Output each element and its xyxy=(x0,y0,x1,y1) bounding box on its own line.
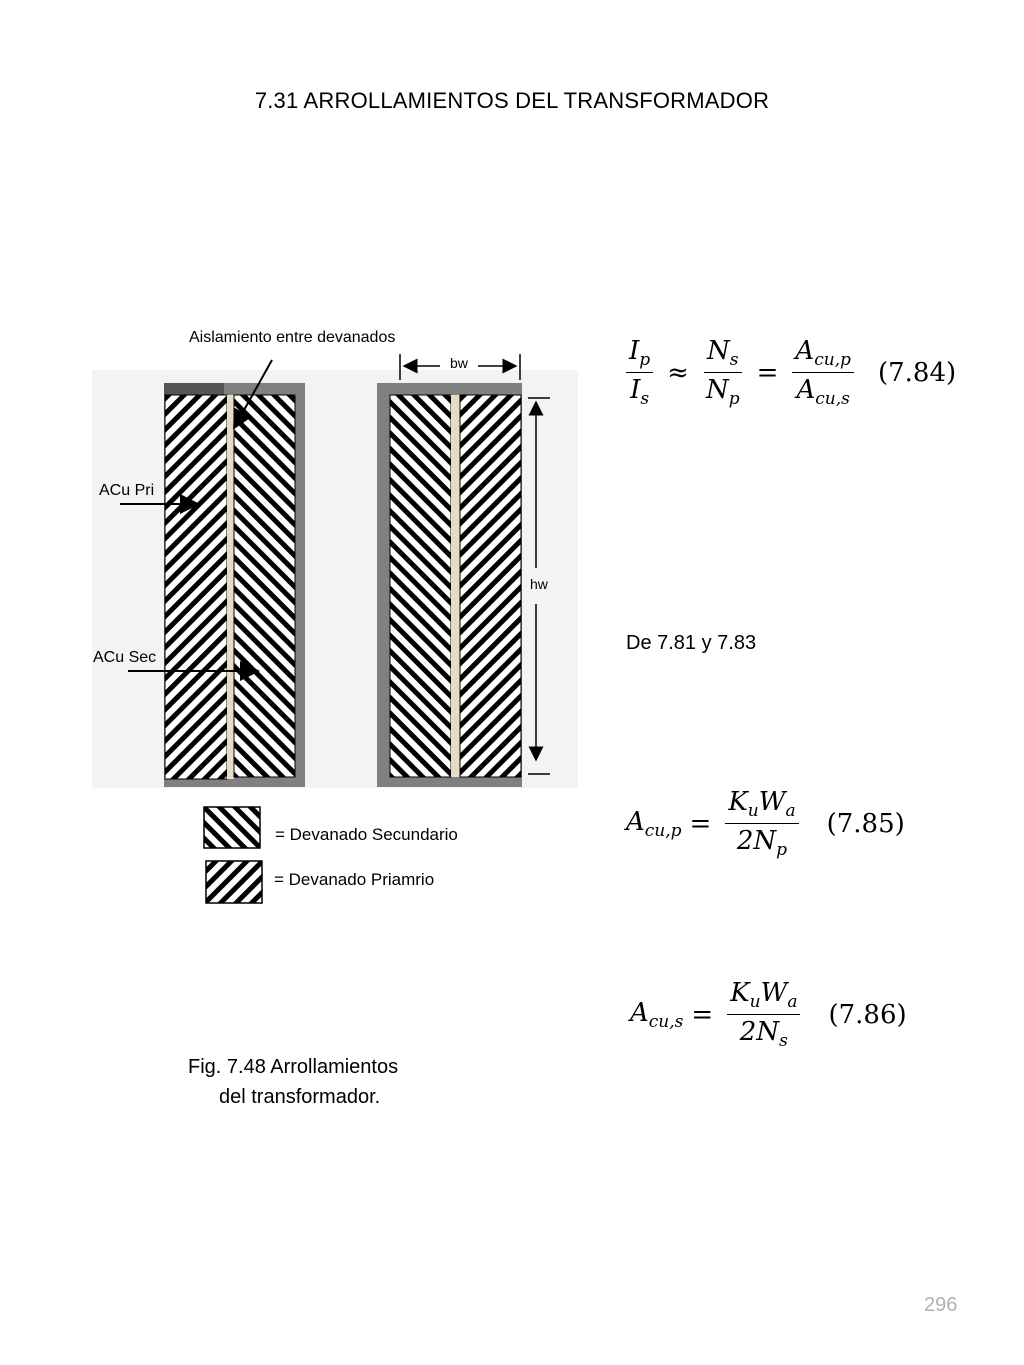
legend-swatch-primary xyxy=(205,860,263,904)
transformer-winding-diagram xyxy=(92,354,578,904)
insulation-label: Aislamiento entre devanados xyxy=(189,329,396,346)
left-primary-winding xyxy=(164,394,228,780)
equals-operator: = xyxy=(691,999,714,1030)
left-secondary-winding xyxy=(233,394,296,778)
left-core-top-dark xyxy=(164,383,224,395)
approx-operator: ≈ xyxy=(667,357,689,388)
equation-7-86: Acu,s = KuWa 2Ns (7.86) xyxy=(630,978,907,1051)
lhs-acu-p: Acu,p xyxy=(626,806,682,841)
figure-caption-line2: del transformador. xyxy=(219,1086,381,1108)
equals-operator: = xyxy=(756,357,779,388)
equation-7-84: Ip Is ≈ Ns Np = Acu,p Acu,s (7.84) xyxy=(620,336,956,409)
fraction-area-ratio: Acu,p Acu,s xyxy=(792,336,854,409)
right-insulation xyxy=(451,395,460,777)
equation-7-85: Acu,p = KuWa 2Np (7.85) xyxy=(626,787,905,860)
acu-pri-label: ACu Pri xyxy=(99,482,155,499)
right-primary-winding xyxy=(459,394,522,778)
fraction-turns-ratio: Ns Np xyxy=(704,336,742,410)
legend-swatch-secondary xyxy=(203,806,261,849)
lhs-acu-s: Acu,s xyxy=(630,997,684,1032)
figure-caption-line1: Fig. 7.48 Arrollamientos xyxy=(188,1056,399,1078)
equals-operator: = xyxy=(689,808,712,839)
derivation-note: De 7.81 y 7.83 xyxy=(626,632,757,654)
legend-secondary-label: = Devanado Secundario xyxy=(275,825,458,844)
page-number: 296 xyxy=(924,1294,958,1316)
fraction-ku-wa-over-2ns: KuWa 2Ns xyxy=(727,978,801,1051)
legend-primary-label: = Devanado Priamrio xyxy=(274,870,435,889)
equation-number-7-85: (7.85) xyxy=(826,808,905,839)
acu-sec-label: ACu Sec xyxy=(93,649,157,666)
page-title: 7.31 ARROLLAMIENTOS DEL TRANSFORMADOR xyxy=(254,88,770,113)
right-secondary-winding xyxy=(389,394,452,778)
fraction-current-ratio: Ip Is xyxy=(626,336,654,409)
equation-number-7-84: (7.84) xyxy=(877,357,957,388)
left-insulation xyxy=(227,395,234,779)
insulation-pointer xyxy=(233,359,273,430)
bw-label: bw xyxy=(450,355,468,371)
hw-label: hw xyxy=(530,576,548,592)
equation-number-7-86: (7.86) xyxy=(828,999,907,1030)
fraction-ku-wa-over-2np: KuWa 2Np xyxy=(725,787,799,860)
